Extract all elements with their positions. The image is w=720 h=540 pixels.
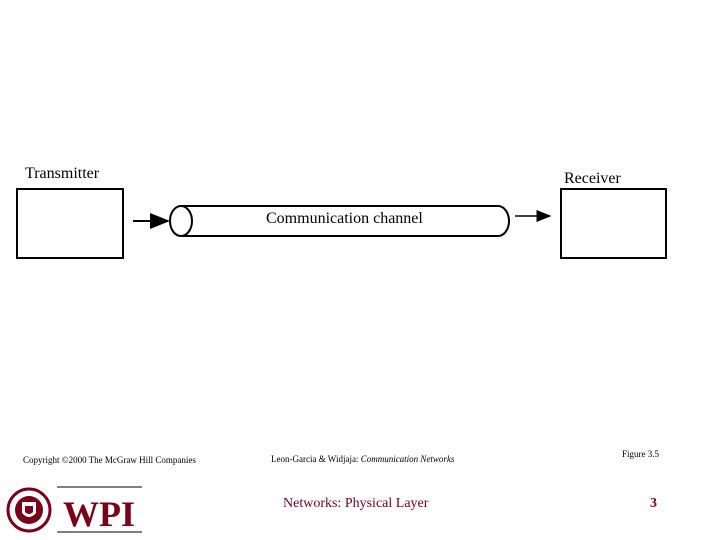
receiver-box [560,188,667,259]
receiver-label: Receiver [564,170,621,187]
transmitter-box [16,188,124,259]
wpi-seal [6,487,52,533]
slide-title: Networks: Physical Layer [283,496,429,511]
copyright-text: Copyright ©2000 The McGraw Hill Companie… [23,455,196,465]
wpi-logo-text: WPI [63,494,135,534]
page-number: 3 [650,496,657,511]
channel-cylinder [169,205,510,237]
transmitter-label: Transmitter [25,165,100,182]
citation: Leon-Garcia & Widjaja: Communication Net… [271,454,454,464]
channel-label: Communication channel [266,210,423,227]
wpi-logo-mark: WPI [57,486,142,534]
citation-authors: Leon-Garcia & Widjaja: [271,454,361,464]
citation-book: Communication Networks [360,454,455,464]
figure-number: Figure 3.5 [622,449,659,459]
